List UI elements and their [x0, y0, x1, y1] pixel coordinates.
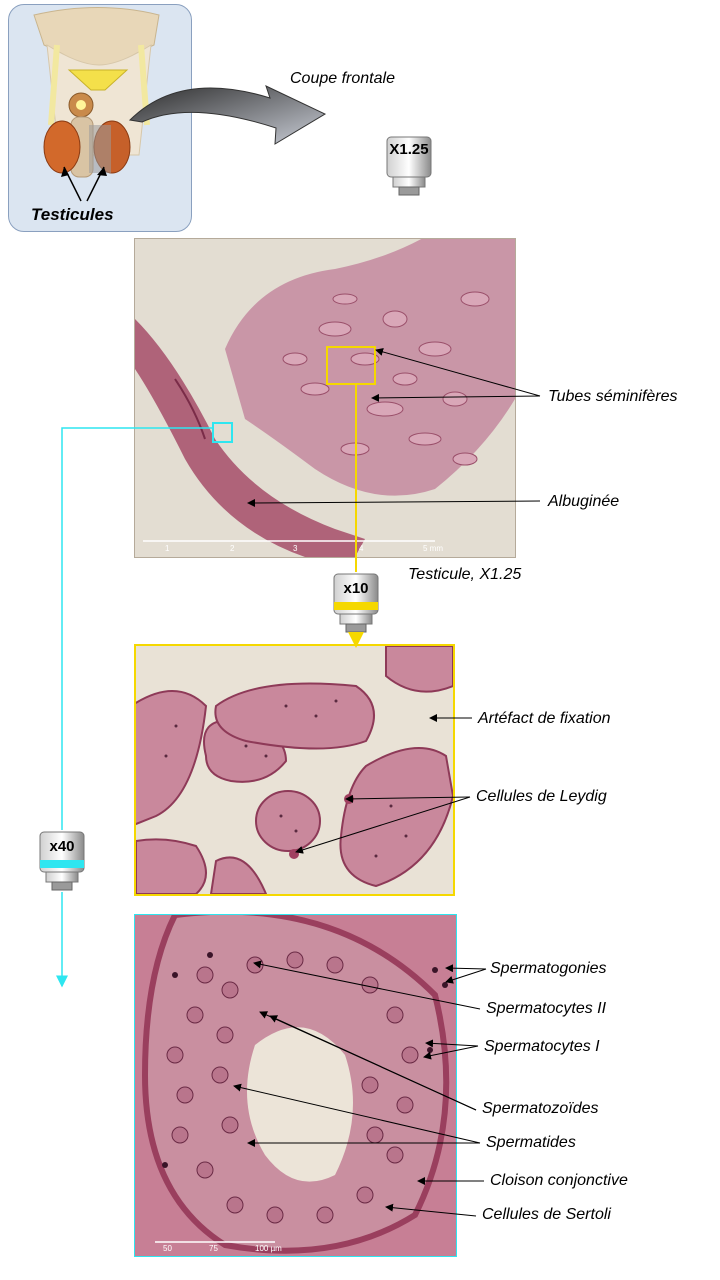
micrograph-x10 — [134, 644, 455, 896]
scale-tick-4: 4 — [359, 544, 364, 553]
label-cloison-conjonctive: Cloison conjonctive — [490, 1172, 628, 1189]
label-spermatogonies: Spermatogonies — [490, 960, 607, 977]
testicules-label: Testicules — [31, 205, 114, 224]
objective-low-icon: X1.25 — [385, 135, 433, 197]
curved-arrow-icon — [128, 85, 327, 145]
scale-tick-75: 75 — [209, 1244, 218, 1253]
objective-low-label: X1.25 — [389, 141, 429, 158]
micrograph-x40: 50 75 100 µm — [134, 914, 457, 1257]
scale-tick-100: 100 µm — [255, 1244, 282, 1253]
label-tubes-seminiferes: Tubes séminifères — [548, 388, 678, 405]
label-cellules-sertoli: Cellules de Sertoli — [482, 1206, 611, 1223]
label-spermatocytes-ii: Spermatocytes II — [486, 1000, 607, 1017]
label-spermatides: Spermatides — [486, 1134, 576, 1151]
coupe-frontale-label: Coupe frontale — [290, 70, 395, 87]
scale-tick-2: 2 — [230, 544, 235, 553]
objective-medium-label: x10 — [343, 580, 369, 597]
scale-tick-5: 5 mm — [423, 544, 443, 553]
label-spermatocytes-i: Spermatocytes I — [484, 1038, 600, 1055]
objective-high-icon: x40 — [38, 830, 86, 894]
objective-high-label: x40 — [49, 838, 75, 855]
scale-tick-50: 50 — [163, 1244, 172, 1253]
caption-testicule-x1-25: Testicule, X1.25 — [408, 566, 522, 583]
label-spermatozoides: Spermatozoïdes — [482, 1100, 599, 1117]
micrograph-x1-25: 1 2 3 4 5 mm — [134, 238, 516, 558]
scale-tick-3: 3 — [293, 544, 298, 553]
label-artefact-fixation: Artéfact de fixation — [478, 710, 611, 727]
objective-medium-icon: x10 — [332, 572, 380, 636]
scale-tick-1: 1 — [165, 544, 170, 553]
label-albuginee: Albuginée — [548, 493, 620, 510]
label-cellules-leydig: Cellules de Leydig — [476, 788, 607, 805]
